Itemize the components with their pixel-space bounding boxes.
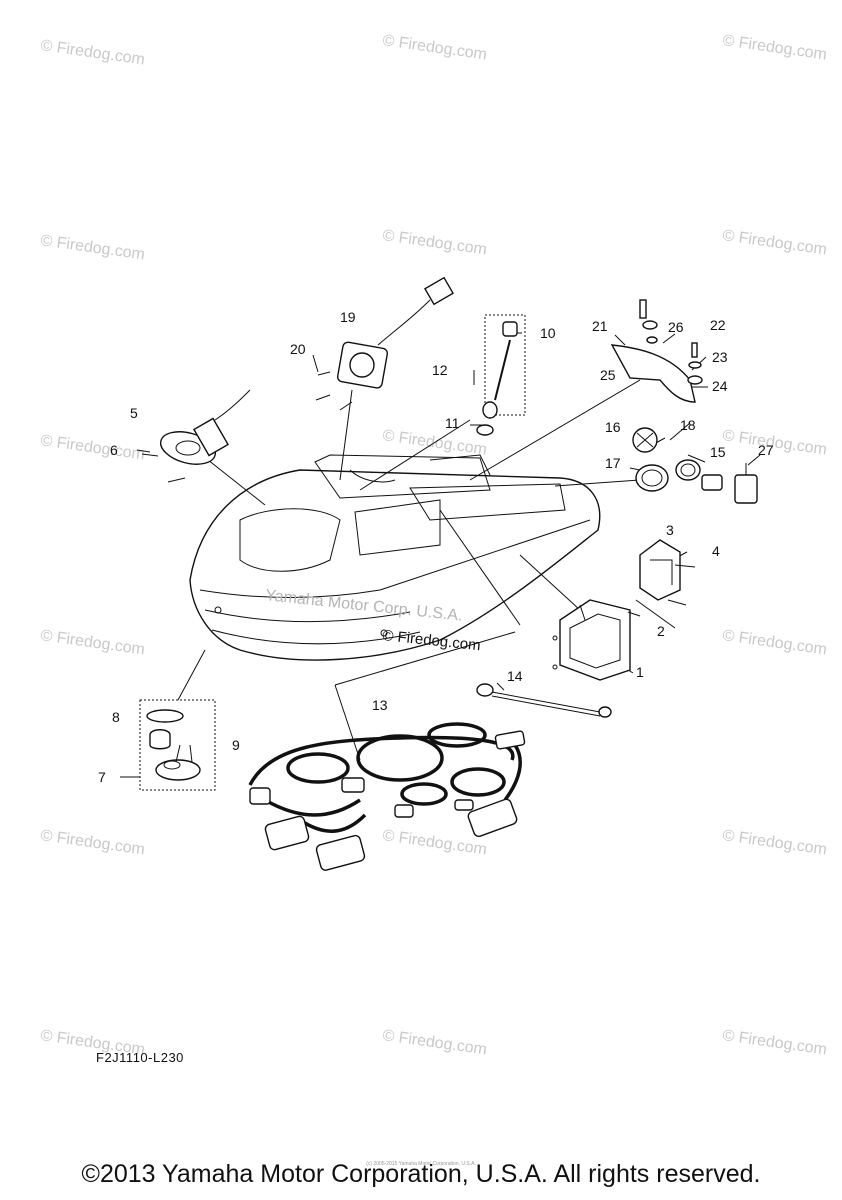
watermark: © Firedog.com (721, 627, 827, 658)
watermark: © Firedog.com (381, 1027, 487, 1058)
watermark: © Firedog.com (721, 227, 827, 258)
callout-24: 24 (712, 378, 728, 394)
callout-27: 27 (758, 442, 774, 458)
part-5-plate (141, 389, 251, 483)
callouts: 1 2 3 4 5 6 7 8 9 10 11 12 13 14 15 16 1… (98, 309, 774, 785)
callout-3: 3 (666, 522, 674, 538)
tiny-notice: (c) 2005-2015 Yamaha Motor Corporation, … (366, 1161, 476, 1167)
callout-10: 10 (540, 325, 556, 341)
callout-16: 16 (605, 419, 621, 435)
callout-12: 12 (432, 362, 448, 378)
callout-26: 26 (668, 319, 684, 335)
watermark: © Firedog.com (39, 232, 145, 263)
part-13-harness (248, 722, 526, 871)
watermark: © Firedog.com (381, 32, 487, 63)
part-7-valve (139, 699, 216, 791)
watermark: © Firedog.com (721, 1027, 827, 1058)
boat-hull: Yamaha Motor Corp. U.S.A. © Firedog.com (189, 454, 601, 661)
part-1-tray (552, 599, 641, 681)
part-grommets (632, 427, 758, 504)
callout-25: 25 (600, 367, 616, 383)
watermark: © Firedog.com (39, 627, 145, 658)
watermark: © Firedog.com (721, 827, 827, 858)
copyright-footer: ©2013 Yamaha Motor Corporation, U.S.A. A… (81, 1160, 761, 1188)
callout-2: 2 (657, 623, 665, 639)
callout-6: 6 (110, 442, 118, 458)
part-3-box (639, 539, 696, 606)
watermark: © Firedog.com (381, 227, 487, 258)
part-19-plate (315, 276, 454, 411)
callout-11: 11 (445, 415, 460, 431)
callout-18: 18 (680, 417, 696, 433)
part-14-cable (476, 683, 612, 718)
callout-17: 17 (605, 455, 621, 471)
callout-7: 7 (98, 769, 106, 785)
watermark: © Firedog.com (721, 427, 827, 458)
part-21-bracket (610, 299, 703, 403)
watermark: © Firedog.com (39, 37, 145, 68)
callout-8: 8 (112, 709, 120, 725)
callout-13: 13 (372, 697, 388, 713)
part-10-shaft (476, 314, 526, 436)
callout-4: 4 (712, 543, 720, 559)
callout-21: 21 (592, 318, 608, 334)
callout-22: 22 (710, 317, 726, 333)
diagram-code: F2J1110-L230 (96, 1050, 184, 1065)
callout-20: 20 (290, 341, 306, 357)
watermark: © Firedog.com (721, 32, 827, 63)
callout-1: 1 (636, 664, 644, 680)
callout-23: 23 (712, 349, 728, 365)
watermark: © Firedog.com (39, 827, 145, 858)
callout-14: 14 (507, 668, 523, 684)
watermark: © Firedog.com (381, 827, 487, 858)
callout-15: 15 (710, 444, 726, 460)
callout-5: 5 (130, 405, 138, 421)
callout-19: 19 (340, 309, 356, 325)
callout-9: 9 (232, 737, 240, 753)
watermark: © Firedog.com (39, 432, 145, 463)
